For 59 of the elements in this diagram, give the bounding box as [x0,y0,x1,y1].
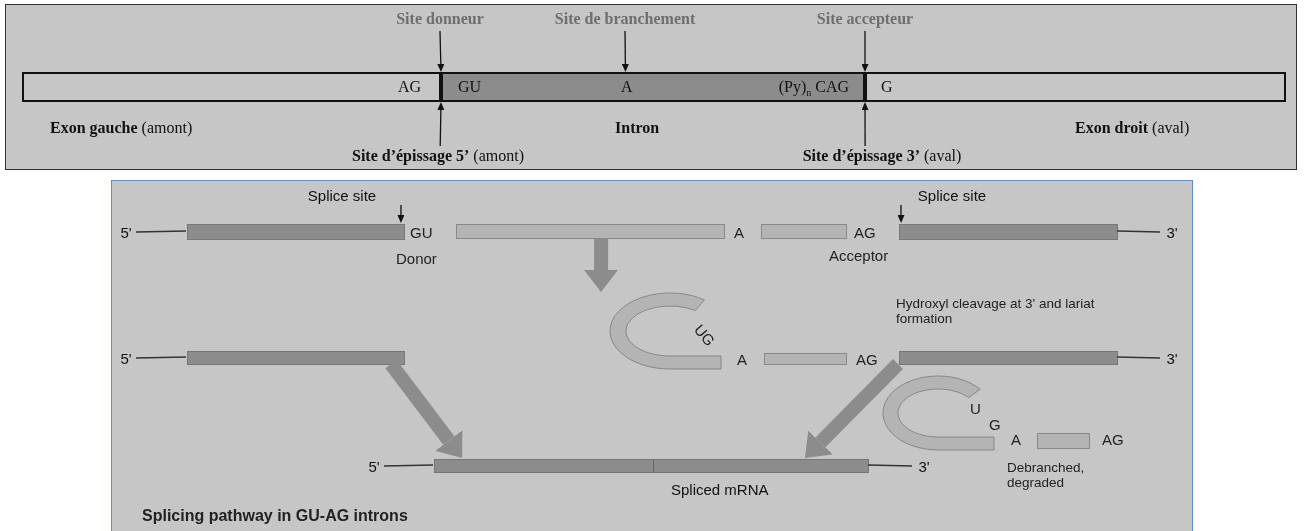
site-label: Site de branchement [535,9,715,31]
exon-segment [865,72,1286,102]
figure-panel [111,180,1193,531]
sequence-label: A [734,224,744,242]
site-name: Donor [396,250,437,268]
sequence-label: AG [856,351,878,369]
site-caption: Splice site [897,186,1007,206]
sequence-label: G [881,77,893,97]
region-label: Exon droit (aval) [1075,119,1190,137]
intron-bar [1037,433,1090,449]
arrow [861,30,869,72]
region-label: Exon gauche (amont) [50,119,193,137]
site-label: Site donneur [360,9,520,31]
end-label: 5' [115,223,137,243]
intron-bar [764,353,847,365]
block-arrow [584,238,619,292]
exon-bar [187,351,405,365]
intron-segment [441,72,865,102]
exon-bar [187,224,405,240]
sequence-label: A [1011,431,1021,449]
end-label: 3' [1161,223,1183,243]
exon-bar [899,224,1118,240]
end-label: 3' [913,457,935,477]
sequence-label: (Py)$_{n}$ CAG [778,77,849,101]
exon-bar [434,459,869,473]
exon-segment [22,72,441,102]
arrow [621,30,629,72]
end-label: 5' [115,349,137,369]
region-label: Intron [615,119,660,137]
arrow [897,204,905,223]
molecule-label: Spliced mRNA [671,481,769,498]
sequence-label: G [989,416,1001,434]
intron-bar [456,224,725,239]
sequence-label: A [621,77,633,97]
figure-caption: Splicing pathway in GU-AG introns [142,507,408,525]
annotation-text: Hydroxyl cleavage at 3' and lariat formation [896,297,1096,326]
sequence-label: UG [690,321,719,350]
annotation-text: Debranched, degraded [1007,461,1086,490]
sequence-label: AG [1102,431,1124,449]
exon-bar [899,351,1118,365]
sequence-label: AG [854,224,876,242]
arrow [861,102,869,147]
site-name: Acceptor [829,247,889,265]
arrow [397,204,405,223]
site-caption: Site d’épissage 5’ (amont) [300,146,576,166]
arrow [437,30,445,72]
sequence-label: GU [458,77,482,97]
site-caption: Site d’épissage 3’ (aval) [752,146,1012,166]
sequence-label: U [970,400,981,418]
site-label: Site accepteur [795,9,935,31]
end-label: 3' [1161,349,1183,369]
sequence-label: GU [410,224,433,242]
intron-bar [761,224,847,239]
site-caption: Splice site [282,186,402,206]
end-label: 5' [363,457,385,477]
block-arrow [804,359,903,458]
sequence-label: AG [397,77,421,97]
arrow [437,102,445,147]
sequence-label: A [737,351,747,369]
